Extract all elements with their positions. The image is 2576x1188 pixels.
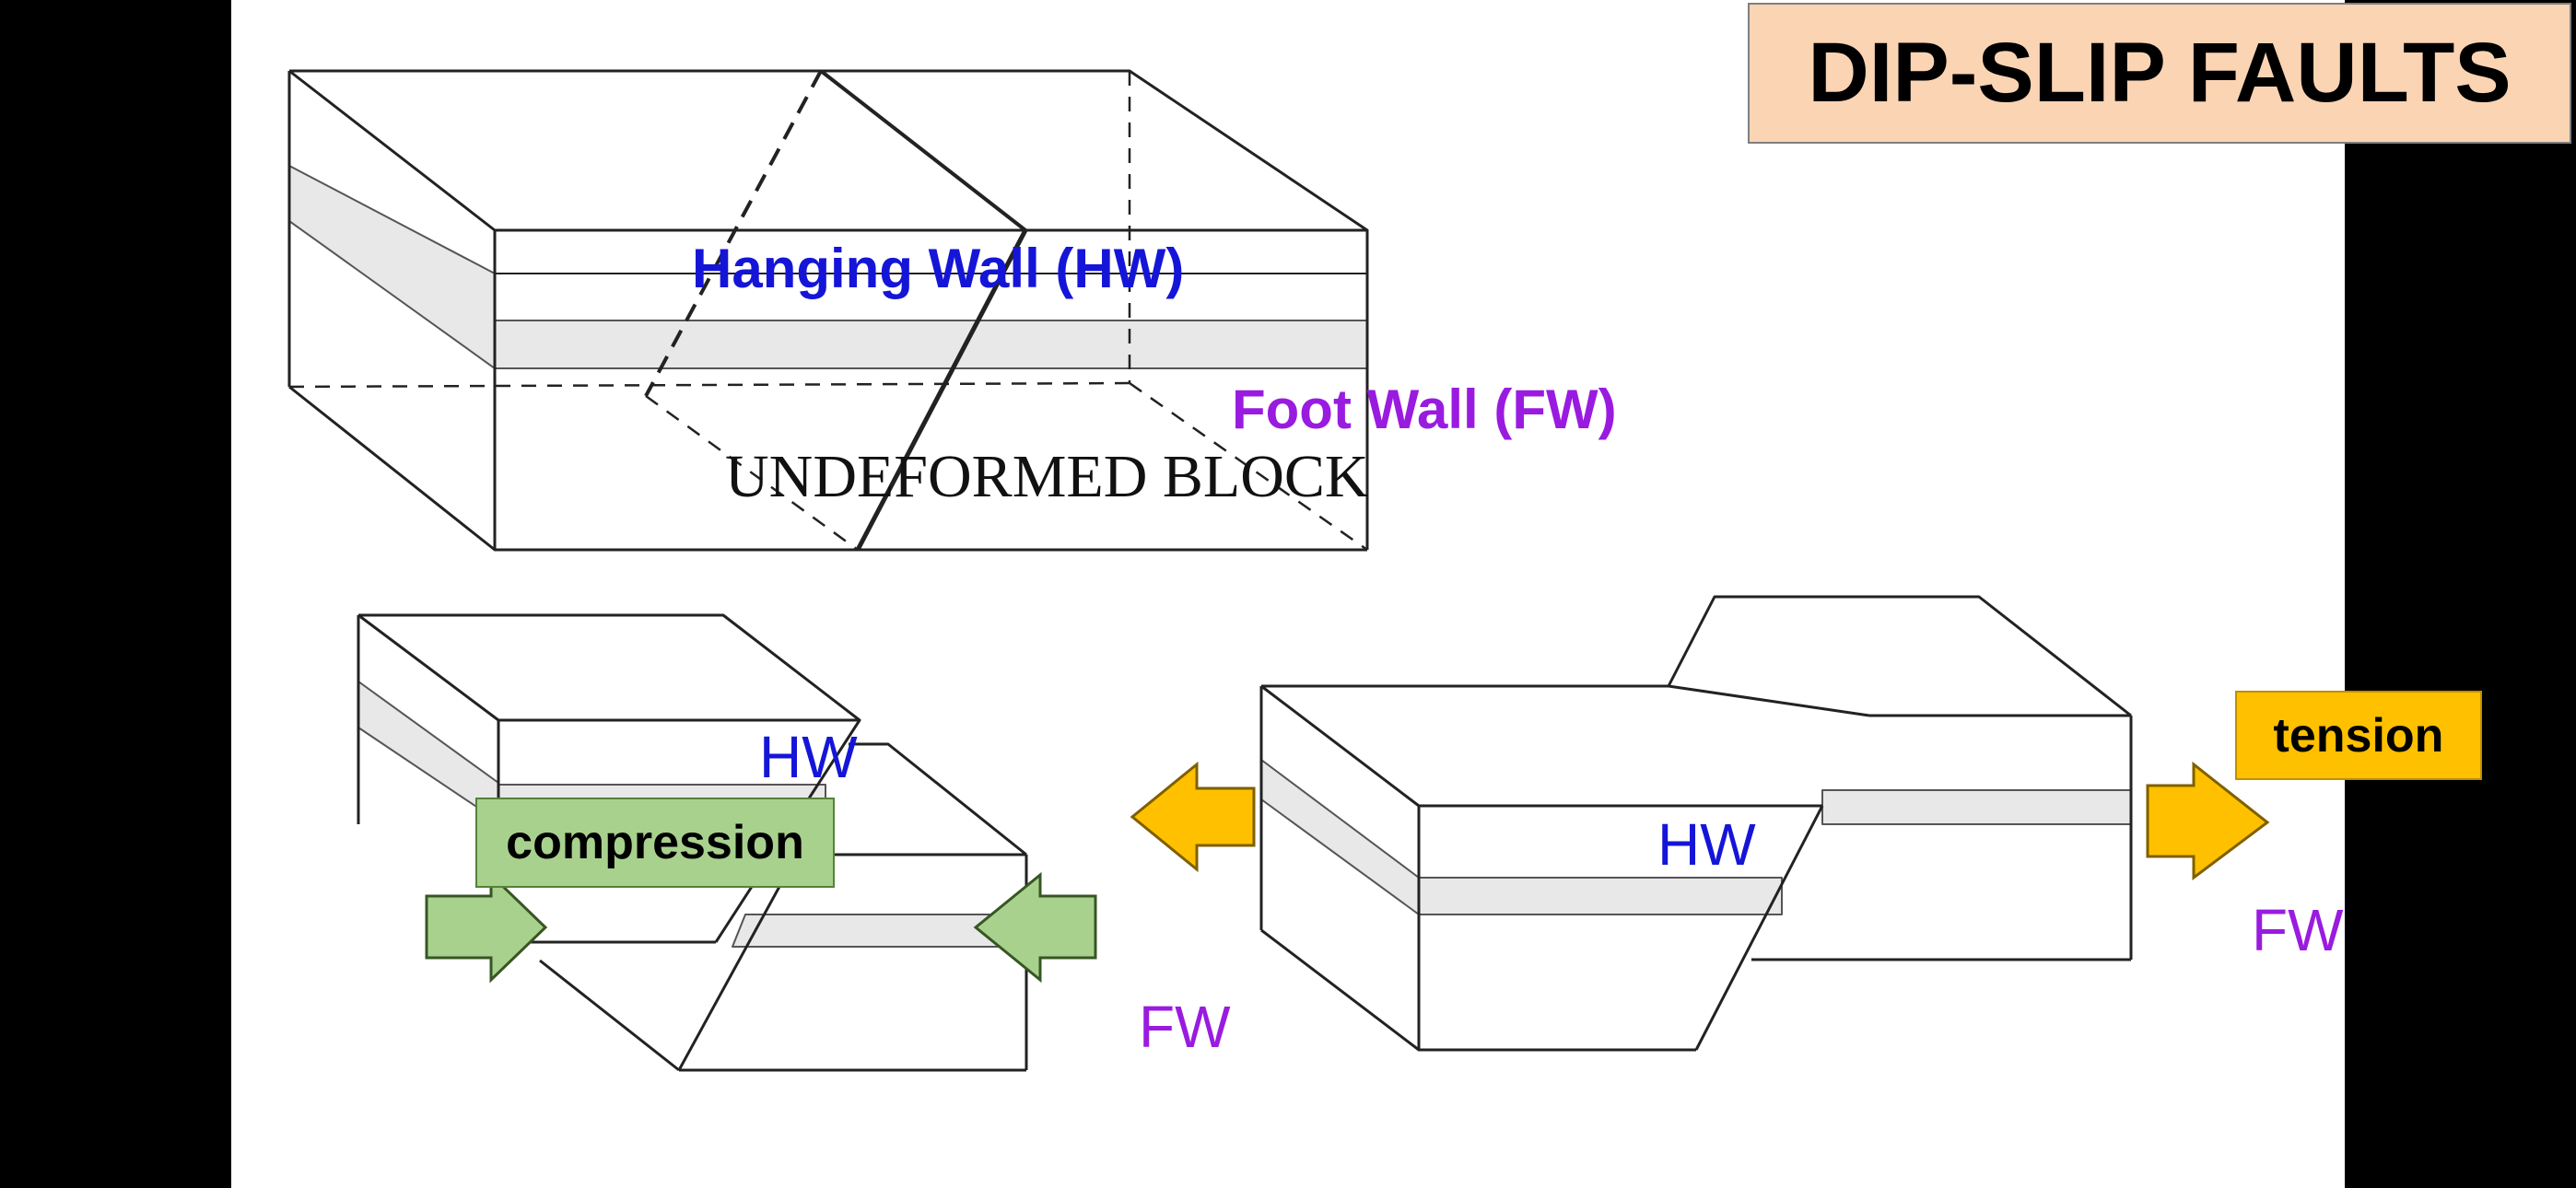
reverse-fault-hw-label: HW xyxy=(759,724,858,790)
slide: DIP-SLIP FAULTS UNDEFORMED BLOCK Hanging… xyxy=(231,0,2571,1188)
compression-arrow-right xyxy=(973,871,1097,984)
reverse-fault-fw-label: FW xyxy=(1139,994,1231,1060)
compression-arrow-left xyxy=(425,871,548,984)
fault-trace-top xyxy=(819,69,1027,232)
normal-hw-layer-left xyxy=(1260,759,1420,915)
hanging-wall-label: Hanging Wall (HW) xyxy=(692,238,1185,299)
foot-wall-label: Foot Wall (FW) xyxy=(1232,379,1617,440)
tension-arrow-right xyxy=(2146,761,2270,880)
compression-label: compression xyxy=(475,798,835,888)
normal-fault-drawing xyxy=(1259,595,2133,1052)
normal-fw-layer-front xyxy=(1821,789,2132,825)
undeformed-block-label: UNDEFORMED BLOCK xyxy=(725,443,1369,510)
normal-fault-fw-label: FW xyxy=(2252,897,2344,963)
tension-arrow-left xyxy=(1130,761,1256,873)
normal-fault-hw-label: HW xyxy=(1657,811,1756,878)
undeformed-layer-left xyxy=(288,165,496,369)
slide-title: DIP-SLIP FAULTS xyxy=(1748,3,2571,144)
normal-hw-layer-front xyxy=(1418,877,1783,915)
fault-trace-front xyxy=(855,228,1028,552)
tension-label: tension xyxy=(2235,691,2482,780)
undeformed-block-drawing xyxy=(287,69,1369,552)
fault-diagram xyxy=(287,69,2270,1072)
undeformed-top-face xyxy=(288,69,1369,232)
undeformed-layer-front xyxy=(494,320,1368,369)
